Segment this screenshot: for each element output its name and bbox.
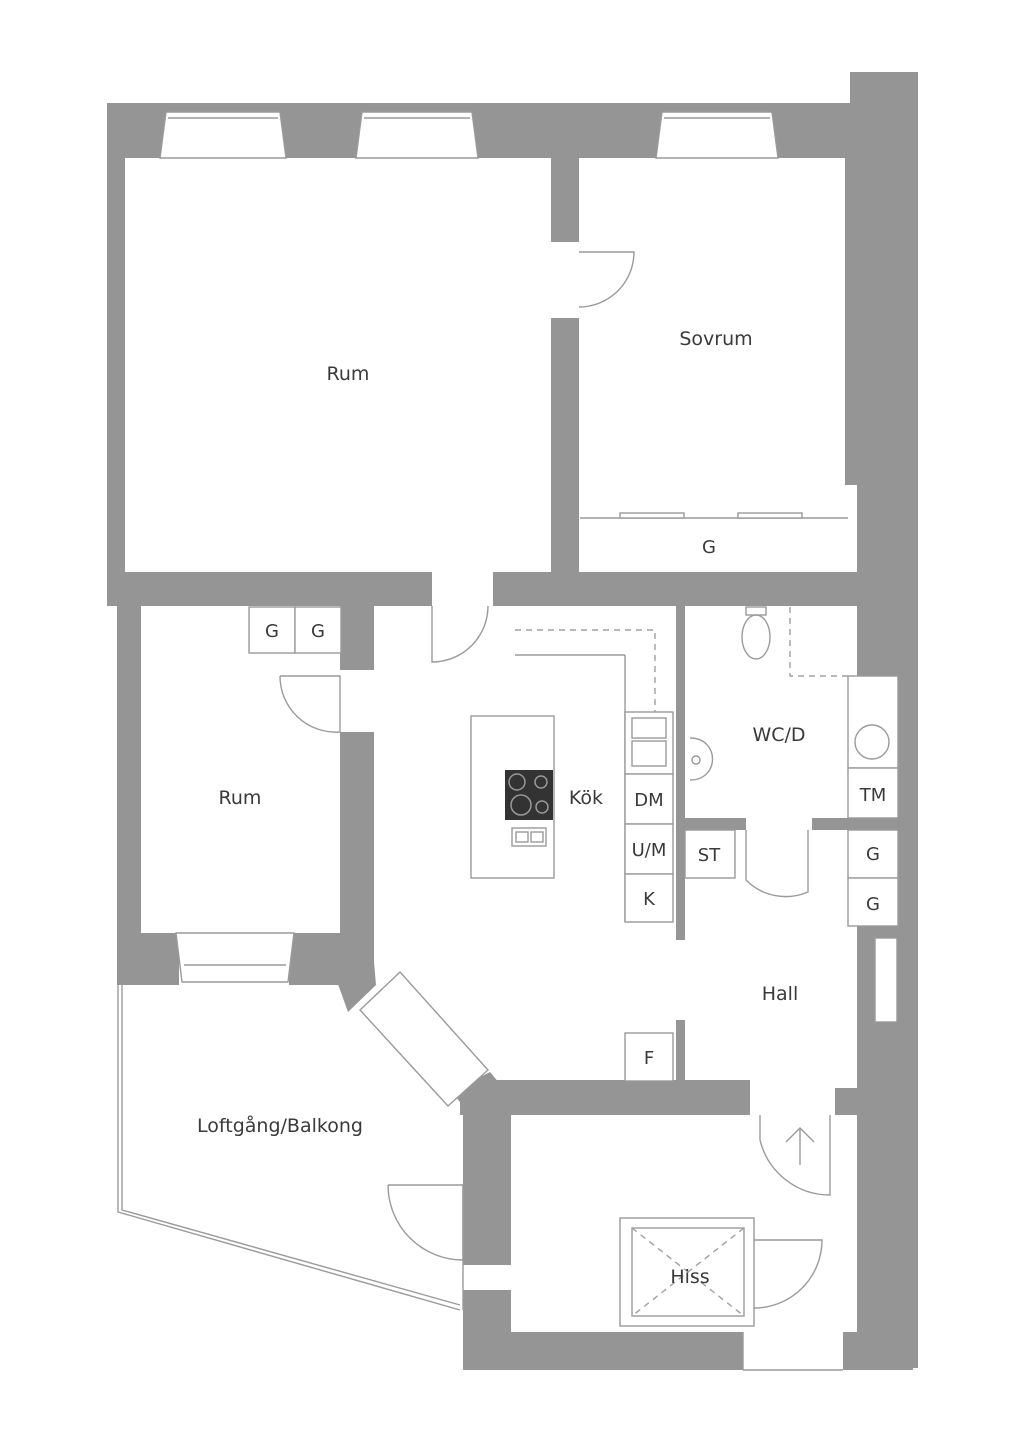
label-closet-2: G [311, 621, 325, 642]
label-f: F [644, 1048, 654, 1069]
label-hiss: Hiss [670, 1266, 709, 1288]
label-hall-closet-2: G [866, 894, 880, 915]
label-dm: DM [634, 790, 663, 811]
label-wcd: WC/D [752, 724, 805, 746]
label-k: K [643, 889, 656, 910]
label-balkong: Loftgång/Balkong [197, 1114, 363, 1137]
fixtures [117, 512, 899, 1371]
window-small-rum [175, 932, 295, 983]
label-kok: Kök [569, 787, 603, 809]
label-sovrum: Sovrum [679, 328, 752, 350]
window-top-3 [655, 111, 779, 159]
label-rum-large: Rum [327, 363, 370, 385]
label-closet-1: G [265, 621, 279, 642]
windows [159, 111, 779, 1107]
label-tm: TM [859, 785, 887, 806]
label-st: ST [698, 845, 721, 866]
window-top-1 [159, 111, 287, 159]
label-sovrum-closet: G [702, 537, 716, 558]
label-hall: Hall [762, 983, 799, 1005]
label-rum-small: Rum [219, 787, 262, 809]
label-hall-closet-1: G [866, 844, 880, 865]
doors [279, 251, 831, 1309]
room-labels: Rum Sovrum G Rum G G Kök DM U/M K WC/D T… [197, 328, 886, 1288]
label-um: U/M [632, 840, 667, 861]
window-top-2 [355, 111, 479, 159]
window-diagonal [359, 970, 489, 1107]
